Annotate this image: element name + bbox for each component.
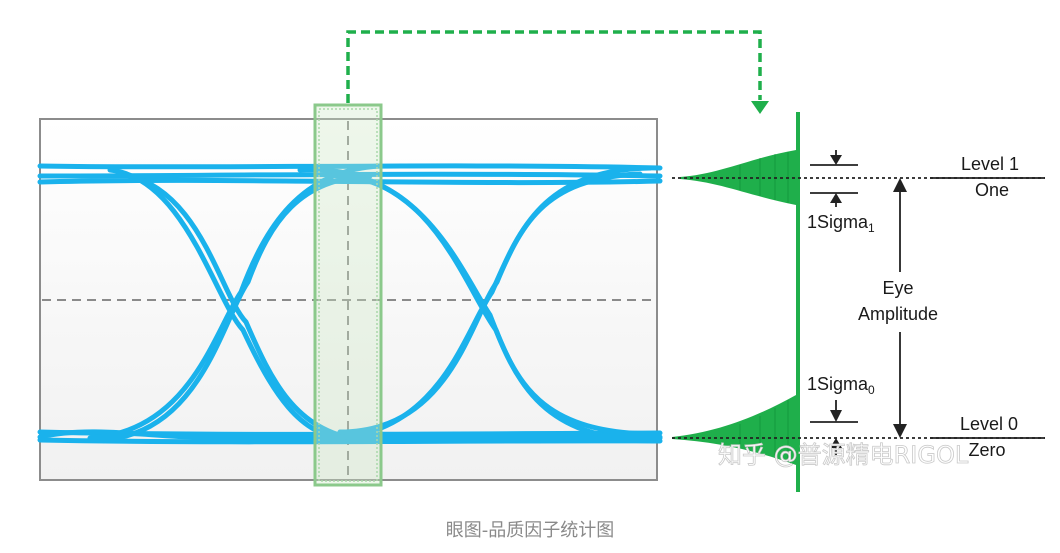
sigma-1-label-subscript: 1 (868, 221, 875, 235)
eye-amplitude-sublabel: Amplitude (858, 304, 938, 324)
trace-high-flat (37, 163, 663, 171)
sigma-1-label-main: 1Sigma (807, 212, 869, 232)
level-0-sublabel: Zero (968, 440, 1005, 460)
projection-connector-arrow (346, 30, 762, 103)
sigma-0-label-main: 1Sigma (807, 374, 869, 394)
level-1-sublabel: One (975, 180, 1009, 200)
level-1-label: Level 1 (961, 154, 1019, 174)
projection-arrowhead (751, 101, 769, 114)
eye-amplitude-label: Eye (882, 278, 913, 298)
figure-caption: 眼图-品质因子统计图 (445, 520, 615, 541)
trace-rise-left-2 (97, 173, 373, 443)
trace-low-flat-2 (37, 437, 663, 445)
sigma-0-label: 1Sigma0 (807, 374, 875, 397)
sigma-1-label: 1Sigma1 (807, 212, 875, 235)
level-0-label: Level 0 (960, 414, 1018, 434)
trace-fall-left-1 (107, 167, 663, 441)
sampling-window-highlight (313, 103, 383, 487)
eye-amplitude-arrow (893, 178, 907, 438)
eye-diagram-figure: Level 1 One 1Sigma1 Eye Amplitude 1Sigma… (37, 30, 1045, 492)
sampling-window-inner (318, 108, 378, 482)
trace-fall-right-2 (327, 173, 653, 437)
watermark-text: 知乎 @普源精电RIGOL (718, 441, 969, 469)
histogram-level-0 (672, 395, 796, 465)
trace-rise-right-2 (337, 165, 653, 435)
trace-fall-left-2 (117, 171, 363, 443)
sigma-0-label-subscript: 0 (868, 383, 875, 397)
